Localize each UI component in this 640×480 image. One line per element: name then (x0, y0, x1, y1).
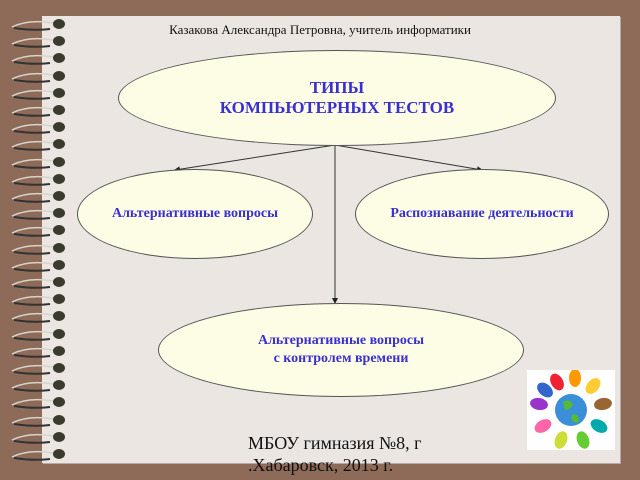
node-activity-recognition: Распознавание деятельности (355, 169, 609, 259)
node-label-line1: Альтернативные вопросы (257, 333, 425, 348)
hands-globe-logo (527, 369, 615, 450)
spiral-ring-icon (10, 328, 66, 342)
spiral-ring-icon (10, 173, 66, 187)
spiral-ring-icon (10, 431, 66, 445)
root-title-line1: ТИПЫ (309, 78, 365, 97)
spiral-ring-icon (10, 414, 66, 428)
spiral-ring-icon (10, 293, 66, 307)
node-alternative-questions: Альтернативные вопросы (77, 169, 313, 259)
node-label: Альтернативные вопросы (111, 206, 279, 221)
spiral-ring-icon (10, 190, 66, 204)
spiral-ring-icon (10, 35, 66, 49)
spiral-ring-icon (10, 362, 66, 376)
spiral-ring-icon (10, 121, 66, 135)
spiral-ring-icon (10, 87, 66, 101)
spiral-ring-icon (10, 156, 66, 170)
spiral-ring-icon (10, 138, 66, 152)
spiral-ring-icon (10, 276, 66, 290)
spiral-ring-icon (10, 104, 66, 118)
spiral-ring-icon (10, 345, 66, 359)
author-caption: Казакова Александра Петровна, учитель ин… (169, 22, 471, 37)
spiral-ring-icon (10, 259, 66, 273)
node-label-line2: с контролем времени (273, 351, 409, 366)
school-footer: МБОУ гимназия №8, г .Хабаровск, 2013 г. (248, 432, 422, 476)
spiral-ring-icon (10, 207, 66, 221)
root-title-line2: КОМПЬЮТЕРНЫХ ТЕСТОВ (219, 98, 455, 117)
spiral-ring-icon (10, 18, 66, 32)
spiral-ring-icon (10, 224, 66, 238)
footer-line2: .Хабаровск, 2013 г. (248, 455, 394, 475)
spiral-ring-icon (10, 448, 66, 462)
spiral-ring-icon (10, 242, 66, 256)
root-node: ТИПЫ КОМПЬЮТЕРНЫХ ТЕСТОВ (118, 50, 556, 146)
node-label: Распознавание деятельности (390, 206, 574, 221)
node-timed-alternative-questions: Альтернативные вопросы с контролем време… (158, 303, 524, 397)
spiral-ring-icon (10, 70, 66, 84)
spiral-ring-icon (10, 396, 66, 410)
spiral-ring-icon (10, 310, 66, 324)
spiral-ring-icon (10, 52, 66, 66)
globe-icon (530, 369, 612, 449)
footer-line1: МБОУ гимназия №8, г (248, 433, 422, 453)
spiral-ring-icon (10, 379, 66, 393)
